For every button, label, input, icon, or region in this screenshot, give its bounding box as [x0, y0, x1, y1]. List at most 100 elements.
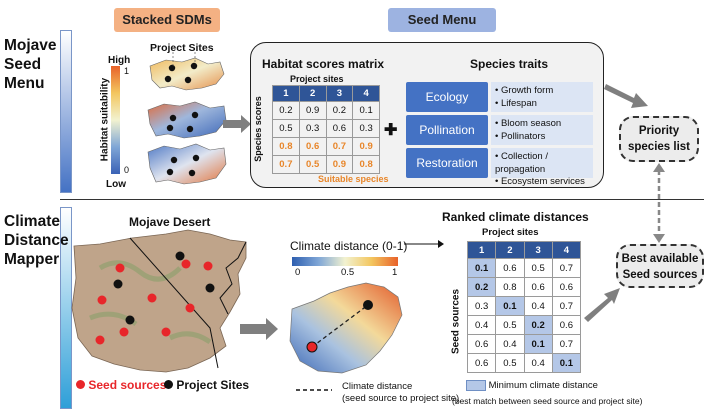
sdm-legend-title: Habitat suitability	[99, 77, 111, 162]
habitat-cell: 0.3	[352, 119, 380, 138]
trait-item-text: Pollinators	[500, 130, 546, 142]
climate-distance-map	[289, 282, 403, 374]
ranked-col-label: Project sites	[482, 227, 539, 238]
sdm-legend-low: Low	[106, 179, 126, 190]
habitat-matrix-title: Habitat scores matrix	[262, 57, 385, 71]
habitat-header-row: 1 2 3 4	[272, 85, 380, 102]
ranked-cell: 0.1	[551, 353, 582, 373]
ranked-cell: 0.4	[523, 353, 553, 373]
ranked-cell: 0.7	[551, 334, 582, 354]
seed-menu-section-title: Mojave Seed Menu	[4, 36, 57, 93]
habitat-cell: 0.8	[352, 155, 380, 174]
ranked-col-header: 1	[466, 241, 497, 259]
ranked-cell: 0.2	[466, 277, 497, 297]
trait-list-restoration: • Collection / propagation • Ecosystem s…	[491, 148, 593, 187]
section-line: Mojave	[4, 37, 57, 54]
climate-section-title: Climate Distance Mapper	[4, 212, 69, 269]
priority-line: species list	[627, 141, 690, 153]
arrow-map-to-climate	[240, 318, 278, 340]
climate-tick-0: 0	[295, 267, 301, 278]
climate-section-bar	[60, 207, 72, 409]
mojave-seed-source-dots	[95, 259, 213, 345]
trait-category-ecology: Ecology	[406, 82, 488, 112]
trait-item-text: Growth form	[500, 85, 554, 96]
habitat-row: 0.2 0.9 0.2 0.1	[272, 101, 380, 120]
stacked-sdms-header: Stacked SDMs	[114, 8, 220, 32]
ranked-cell: 0.6	[495, 258, 525, 278]
ranked-row: 0.6 0.4 0.1 0.7	[466, 334, 582, 354]
habitat-row-suitable: 0.7 0.5 0.9 0.8	[272, 155, 380, 174]
ranked-cell: 0.1	[523, 334, 553, 354]
ranked-col-header: 2	[495, 241, 525, 259]
section-line: Mapper	[4, 251, 60, 268]
trait-item: • Bloom season	[495, 118, 593, 131]
ranked-cell: 0.3	[466, 296, 497, 316]
arrow-ranked-to-best	[584, 288, 620, 322]
ranked-col-header: 3	[523, 241, 553, 259]
climate-line-label: Climate distance (seed source to project…	[342, 381, 459, 405]
mojave-desert-map	[71, 229, 247, 373]
bullet-icon: •	[495, 97, 499, 109]
ranked-cell: 0.6	[523, 277, 553, 297]
best-line: Seed sources	[622, 269, 698, 281]
section-line: Climate	[4, 213, 60, 230]
priority-species-list-box: Priority species list	[619, 116, 699, 162]
ranked-cell: 0.5	[495, 315, 525, 335]
best-seed-sources-box: Best available Seed sources	[616, 244, 704, 288]
climate-line-legend-icon	[296, 389, 332, 391]
habitat-cell: 0.6	[298, 137, 327, 156]
climate-tick-1: 1	[392, 267, 398, 278]
trait-list-pollination: • Bloom season • Pollinators	[491, 115, 593, 145]
trait-item-text: Bloom season	[500, 118, 562, 129]
ranked-row: 0.6 0.5 0.4 0.1	[466, 353, 582, 373]
min-distance-text: Minimum climate distance	[488, 380, 598, 392]
trait-item: • Ecosystem services	[495, 176, 593, 189]
trait-item-text: Ecosystem services	[500, 176, 585, 187]
habitat-scores-table: 1 2 3 4 0.2 0.9 0.2 0.1 0.5 0.3 0.6 0.3 …	[272, 85, 380, 174]
ranked-cell: 0.6	[466, 353, 497, 373]
ranked-row: 0.3 0.1 0.4 0.7	[466, 296, 582, 316]
ranked-distance-table: 1 2 3 4 0.1 0.6 0.5 0.7 0.2 0.8 0.6 0.6 …	[466, 241, 582, 373]
habitat-col-header: 1	[272, 85, 300, 102]
trait-category-pollination: Pollination	[406, 115, 488, 145]
ranked-title: Ranked climate distances	[442, 210, 589, 224]
trait-list-ecology: • Growth form • Lifespan	[491, 82, 593, 112]
trait-item-text: Lifespan	[500, 97, 537, 109]
bullet-icon: •	[495, 151, 499, 162]
arrow-sdm-to-matrix	[223, 115, 251, 133]
min-distance-legend: Minimum climate distance	[466, 380, 598, 391]
sdm-legend-min: 0	[124, 165, 130, 175]
habitat-cell: 0.9	[352, 137, 380, 156]
trait-item: • Collection / propagation	[495, 151, 593, 176]
black-dot-icon	[164, 380, 173, 389]
habitat-row-suitable: 0.8 0.6 0.7 0.9	[272, 137, 380, 156]
red-dot-icon	[76, 380, 85, 389]
section-line: Distance	[4, 232, 69, 249]
habitat-row: 0.5 0.3 0.6 0.3	[272, 119, 380, 138]
sdm-map-bottom	[147, 143, 227, 185]
habitat-cell: 0.2	[325, 101, 354, 120]
suitable-species-label: Suitable species	[318, 174, 389, 184]
sdm-map-top	[149, 57, 225, 91]
bullet-icon: •	[495, 85, 499, 96]
ranked-cell: 0.4	[523, 296, 553, 316]
ranked-cell: 0.6	[551, 277, 582, 297]
ranked-row: 0.4 0.5 0.2 0.6	[466, 315, 582, 335]
ranked-row: 0.1 0.6 0.5 0.7	[466, 258, 582, 278]
min-distance-swatch	[466, 380, 486, 391]
mojave-desert-title: Mojave Desert	[129, 215, 211, 229]
ranked-col-header: 4	[551, 241, 582, 259]
trait-item: • Lifespan	[495, 98, 593, 111]
ranked-cell: 0.1	[495, 296, 525, 316]
habitat-matrix-col-label: Project sites	[290, 74, 344, 84]
legend-project-text: Project Sites	[176, 378, 250, 392]
stacked-sdm-maps	[147, 52, 227, 185]
arrow-climate-to-ranked	[404, 240, 444, 248]
section-divider	[60, 199, 704, 200]
ranked-cell: 0.6	[466, 334, 497, 354]
habitat-matrix-row-label: Species scores	[253, 96, 263, 162]
best-match-label: (best match between seed source and proj…	[452, 396, 643, 406]
best-line: Best available	[621, 253, 699, 265]
ranked-cell: 0.6	[551, 315, 582, 335]
habitat-cell: 0.8	[272, 137, 300, 156]
